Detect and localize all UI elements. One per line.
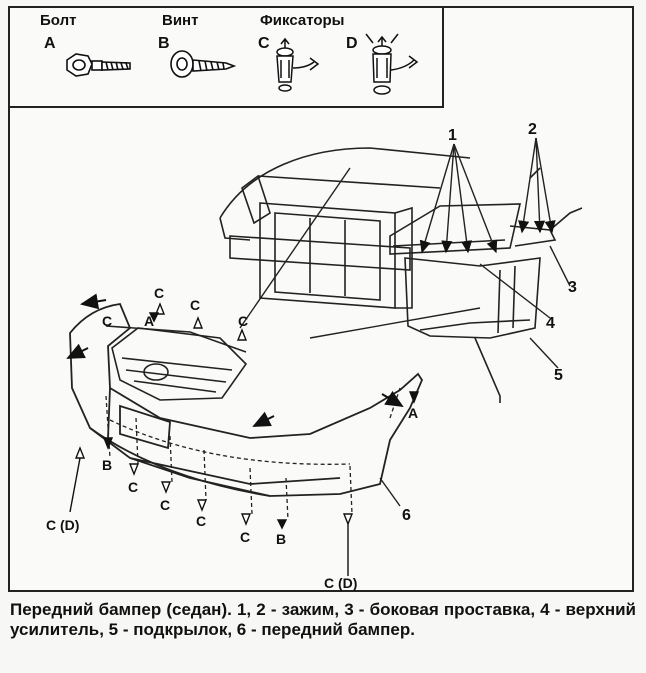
- legend-header-clips: Фиксаторы: [260, 12, 345, 29]
- label-c-top-3: C: [238, 313, 248, 329]
- label-b-left: B: [102, 457, 112, 473]
- label-c-low-3: C: [196, 513, 206, 529]
- legend-header-bolt: Болт: [40, 12, 77, 29]
- label-cd-bottom: C (D): [324, 575, 357, 591]
- car-body-outline: [219, 147, 541, 241]
- removal-arrows: [66, 293, 404, 427]
- upper-reinforcement: [389, 203, 583, 255]
- figure-frame: Болт Винт Фиксаторы A B C D: [8, 6, 634, 592]
- screw-icon: [170, 50, 237, 78]
- fastener-dashed-lines: [105, 387, 401, 521]
- callout-5: 5: [554, 367, 563, 384]
- front-bumper: [69, 303, 424, 497]
- label-c-low-2: C: [160, 497, 170, 513]
- label-b-bottom: B: [276, 531, 286, 547]
- bolt-icon: [66, 53, 131, 77]
- label-c-low-4: C: [240, 529, 250, 545]
- callout-2: 2: [528, 121, 537, 138]
- label-a-top: A: [144, 313, 154, 329]
- fastener-legend: Болт Винт Фиксаторы A B C D: [10, 8, 444, 108]
- fastener-markers: [69, 302, 420, 576]
- bumper-exploded-view: 1 2 3 4 5 6 C C C C A A B C C C C B C (D…: [46, 121, 583, 591]
- figure-caption: Передний бампер (седан). 1, 2 - зажим, 3…: [10, 600, 636, 639]
- callout-6: 6: [402, 507, 411, 524]
- clip-c-icon: [276, 37, 320, 92]
- label-c-low-1: C: [128, 479, 138, 495]
- callout-3: 3: [568, 279, 577, 296]
- legend-letter-b: B: [158, 35, 170, 52]
- callout-4: 4: [546, 315, 555, 332]
- label-c-top-1: C: [154, 285, 164, 301]
- radiator-support: [229, 202, 413, 309]
- label-c-left: C: [102, 313, 112, 329]
- callout-1: 1: [448, 127, 457, 144]
- fender-liner: [404, 257, 541, 403]
- label-a-right: A: [408, 405, 418, 421]
- label-c-top-2: C: [190, 297, 200, 313]
- legend-header-screw: Винт: [162, 12, 199, 29]
- legend-icons: [66, 33, 419, 95]
- grille: [105, 325, 248, 401]
- legend-letter-a: A: [44, 35, 56, 52]
- label-cd-left: C (D): [46, 517, 79, 533]
- legend-letter-c: C: [258, 35, 270, 52]
- callout-leaders: [239, 137, 571, 507]
- legend-letter-d: D: [346, 35, 358, 52]
- clip-d-icon: [365, 33, 419, 95]
